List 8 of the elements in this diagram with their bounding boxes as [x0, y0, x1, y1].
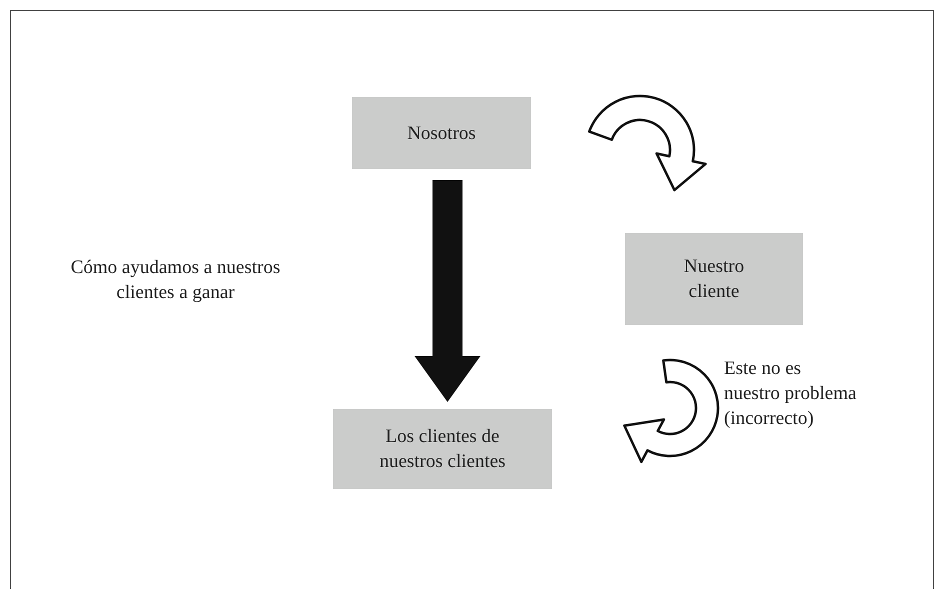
note-text: Cómo ayudamos a nuestros clientes a ganar	[70, 256, 282, 305]
process-box: Nuestro cliente	[625, 233, 803, 325]
curved-arrow	[623, 358, 720, 464]
block-arrow	[414, 180, 480, 402]
curved-arrow	[588, 94, 707, 192]
process-box: Los clientes de nuestros clientes	[333, 409, 552, 489]
edge-label: Este no es nuestro problema (incorrecto)	[724, 357, 858, 431]
process-box: Nosotros	[352, 97, 531, 169]
